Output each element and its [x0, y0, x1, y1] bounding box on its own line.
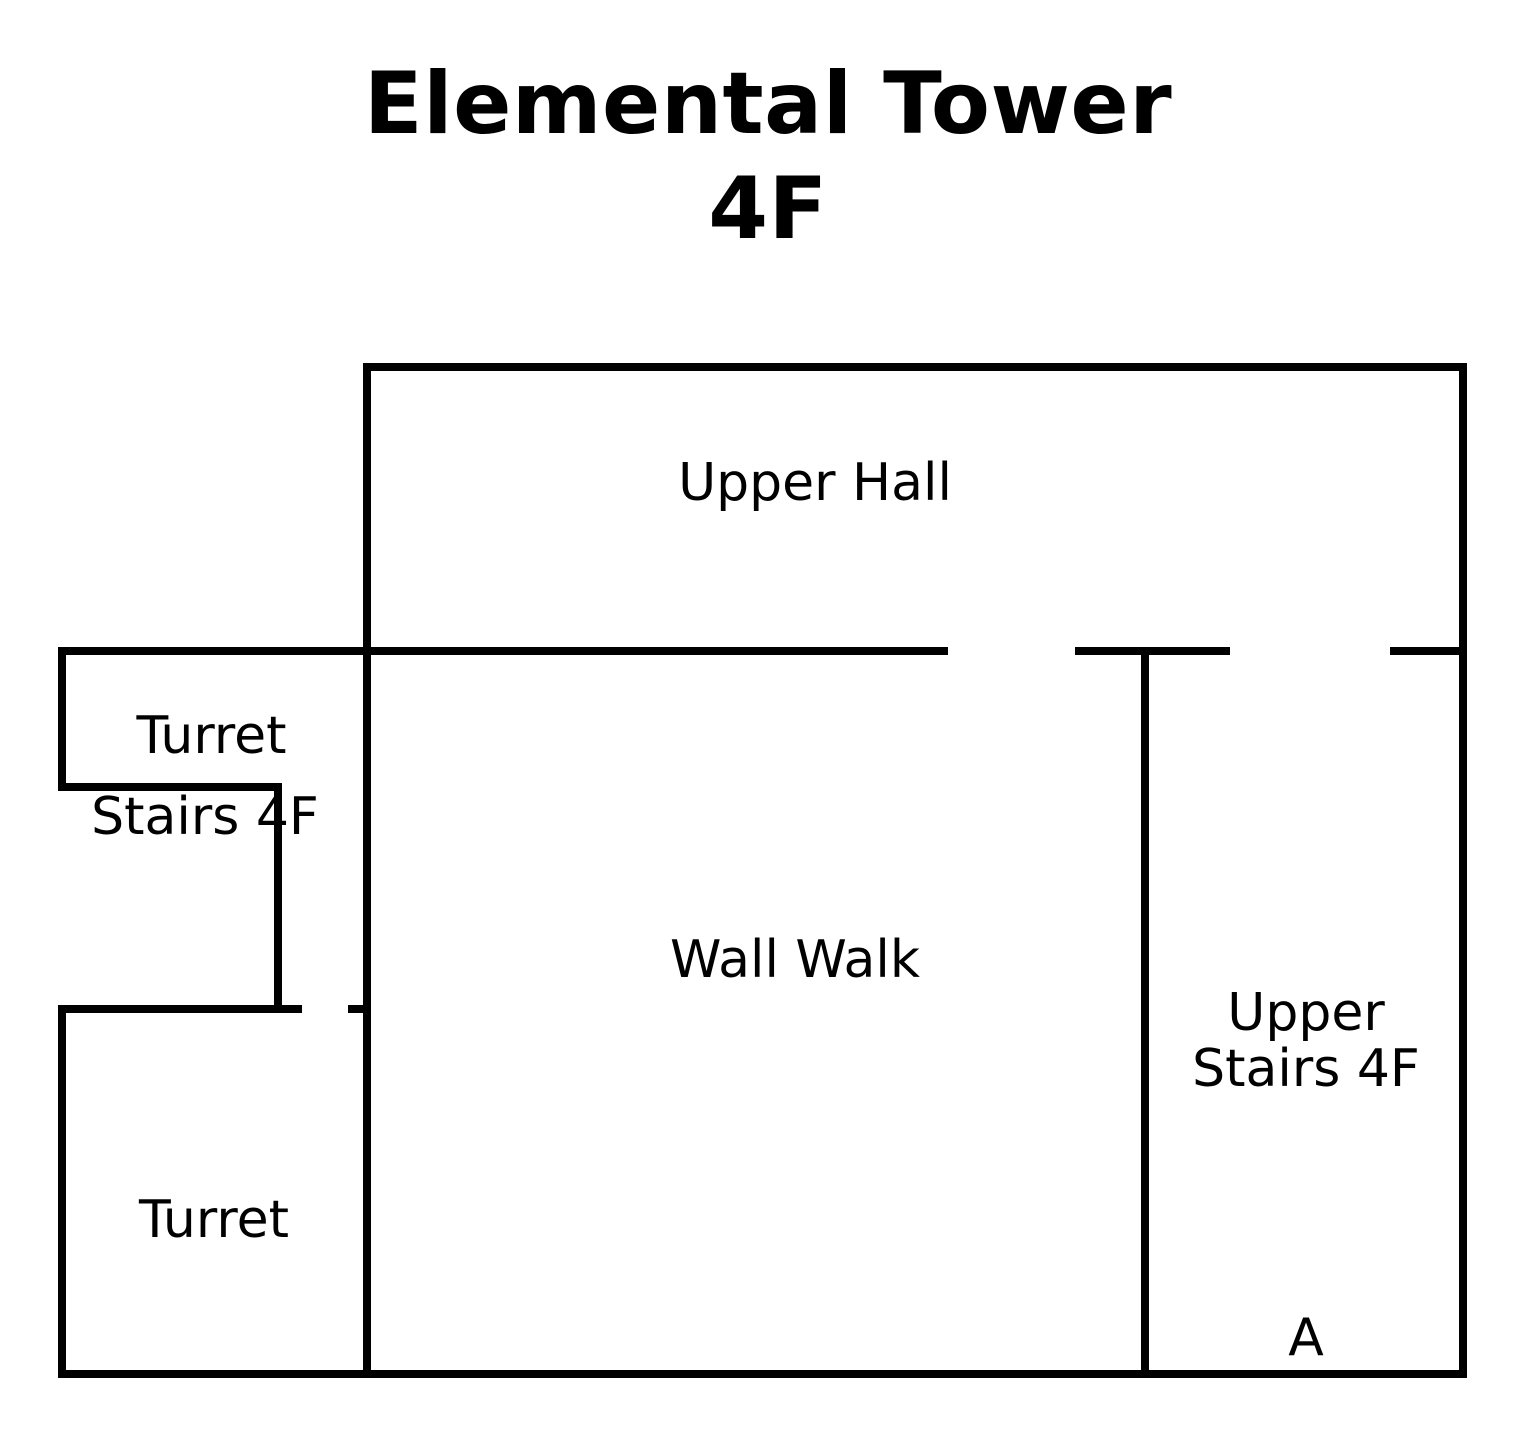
title-line-2: 4F: [708, 158, 828, 259]
page-title: Elemental Tower 4F: [0, 52, 1536, 262]
title-line-1: Elemental Tower: [363, 54, 1173, 154]
